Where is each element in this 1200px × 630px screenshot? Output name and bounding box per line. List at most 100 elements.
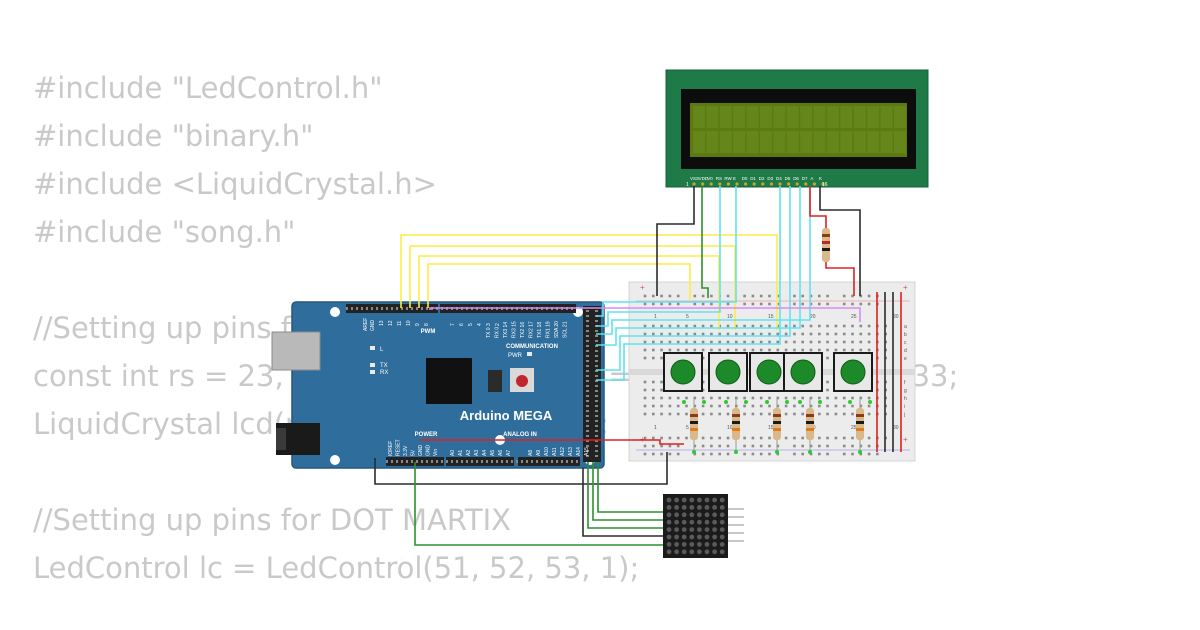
- breadboard-hole: [685, 332, 688, 336]
- breadboard-row-letter: a: [904, 324, 907, 330]
- breadboard-hole: [643, 340, 647, 344]
- lcd-char-cell: [894, 106, 906, 128]
- resistor-band: [856, 421, 864, 424]
- digital-pin-label: 5: [468, 323, 474, 326]
- breadboard-row-letter: e: [904, 356, 907, 362]
- breadboard-hole: [710, 332, 713, 336]
- wire-black: [656, 186, 695, 296]
- breadboard-hole: [726, 340, 730, 344]
- breadboard-hole: [859, 404, 863, 408]
- breadboard-hole: [759, 294, 763, 298]
- breadboard-hole: [793, 332, 796, 336]
- breadboard-hole: [793, 404, 796, 408]
- matrix-led: [704, 519, 710, 525]
- power-label: POWER: [415, 432, 438, 438]
- breadboard-hole: [743, 348, 746, 352]
- breadboard-hole: [842, 340, 846, 344]
- reset-button[interactable]: [516, 375, 528, 387]
- communication-label: COMMUNICATION: [506, 344, 558, 350]
- matrix-led: [712, 549, 717, 555]
- mount-hole: [330, 307, 340, 317]
- matrix-led: [689, 497, 695, 503]
- matrix-leds: [666, 497, 725, 555]
- breadboard-hole: [851, 324, 854, 328]
- matrix-led: [704, 542, 710, 547]
- breadboard-column-number: 10: [727, 425, 733, 431]
- breadboard-hole: [660, 396, 663, 400]
- breadboard-row-letter: i: [904, 404, 905, 410]
- breadboard-hole: [759, 340, 763, 344]
- lcd-char-cell: [880, 131, 893, 153]
- breadboard-hole: [668, 436, 672, 440]
- breadboard-hole: [851, 302, 854, 306]
- analog-pin-label: A14: [576, 447, 582, 456]
- breadboard-hole: [793, 302, 796, 306]
- breadboard-hole: [726, 348, 730, 352]
- matrix-led: [666, 549, 672, 555]
- breadboard-hole: [793, 294, 796, 298]
- button-cap[interactable]: [840, 359, 866, 385]
- breadboard-hole: [818, 444, 821, 448]
- push-button-5[interactable]: [833, 352, 873, 392]
- breadboard-hole: [693, 452, 697, 456]
- matrix-led: [681, 497, 687, 503]
- comm-pin-label: RX2 17: [529, 321, 535, 338]
- breadboard-hole: [735, 324, 738, 328]
- button-cap[interactable]: [756, 359, 782, 385]
- lcd-pin: [812, 182, 817, 186]
- push-button-4[interactable]: [783, 352, 823, 392]
- breadboard-hole: [652, 388, 655, 392]
- breadboard-hole: [701, 348, 705, 352]
- digital-pin-label: 3: [486, 323, 492, 326]
- resistor-band: [773, 428, 781, 431]
- breadboard-column-number: 25: [851, 425, 857, 431]
- analog-pin-label: A5: [490, 450, 496, 456]
- breadboard-hole: [726, 294, 730, 298]
- matrix-led: [674, 497, 679, 503]
- resistor-band: [822, 248, 830, 251]
- matrix-body: [663, 494, 728, 558]
- breadboard-hole: [676, 302, 680, 306]
- analog-pin-label: A12: [560, 447, 566, 456]
- breadboard-hole: [801, 294, 804, 298]
- breadboard-hole: [759, 444, 763, 448]
- breadboard-hole: [867, 404, 871, 408]
- breadboard-hole: [842, 444, 846, 448]
- button-cap[interactable]: [715, 359, 741, 385]
- breadboard-hole: [652, 452, 655, 456]
- breadboard-hole: [701, 396, 705, 400]
- analog-pin-label: A10: [544, 447, 550, 456]
- breadboard-hole: [751, 324, 755, 328]
- breadboard-hole: [701, 436, 705, 440]
- button-cap[interactable]: [790, 359, 816, 385]
- wire-green: [701, 186, 709, 298]
- breadboard-hole: [768, 412, 771, 416]
- lcd-char-cell: [719, 131, 732, 153]
- breadboard-hole: [668, 324, 672, 328]
- aref-label: AREF: [363, 318, 369, 331]
- push-button-2[interactable]: [708, 352, 748, 392]
- breadboard-hole: [693, 348, 697, 352]
- led-l-indicator: [370, 346, 375, 350]
- breadboard-hole: [718, 436, 721, 440]
- matrix-led: [719, 505, 725, 510]
- breadboard-column-number: 10: [727, 314, 733, 320]
- matrix-led: [666, 534, 672, 540]
- analog-pin-label: A11: [552, 447, 558, 456]
- button-cap[interactable]: [670, 359, 696, 385]
- breadboard-hole: [710, 452, 713, 456]
- breadboard-hole: [818, 412, 821, 416]
- push-button-1[interactable]: [663, 352, 703, 392]
- digital-pin-label: 2: [495, 323, 501, 326]
- breadboard-hole: [652, 404, 655, 408]
- breadboard-hole: [768, 452, 771, 456]
- lcd-char-cell: [719, 106, 732, 128]
- digital-pin-label: 10: [406, 320, 412, 326]
- breadboard-hole: [643, 380, 647, 384]
- lcd-character-grid: [693, 106, 906, 153]
- breadboard-hole: [718, 412, 721, 416]
- breadboard-hole: [842, 404, 846, 408]
- push-button-3[interactable]: [749, 352, 789, 392]
- breadboard-hole: [809, 444, 813, 448]
